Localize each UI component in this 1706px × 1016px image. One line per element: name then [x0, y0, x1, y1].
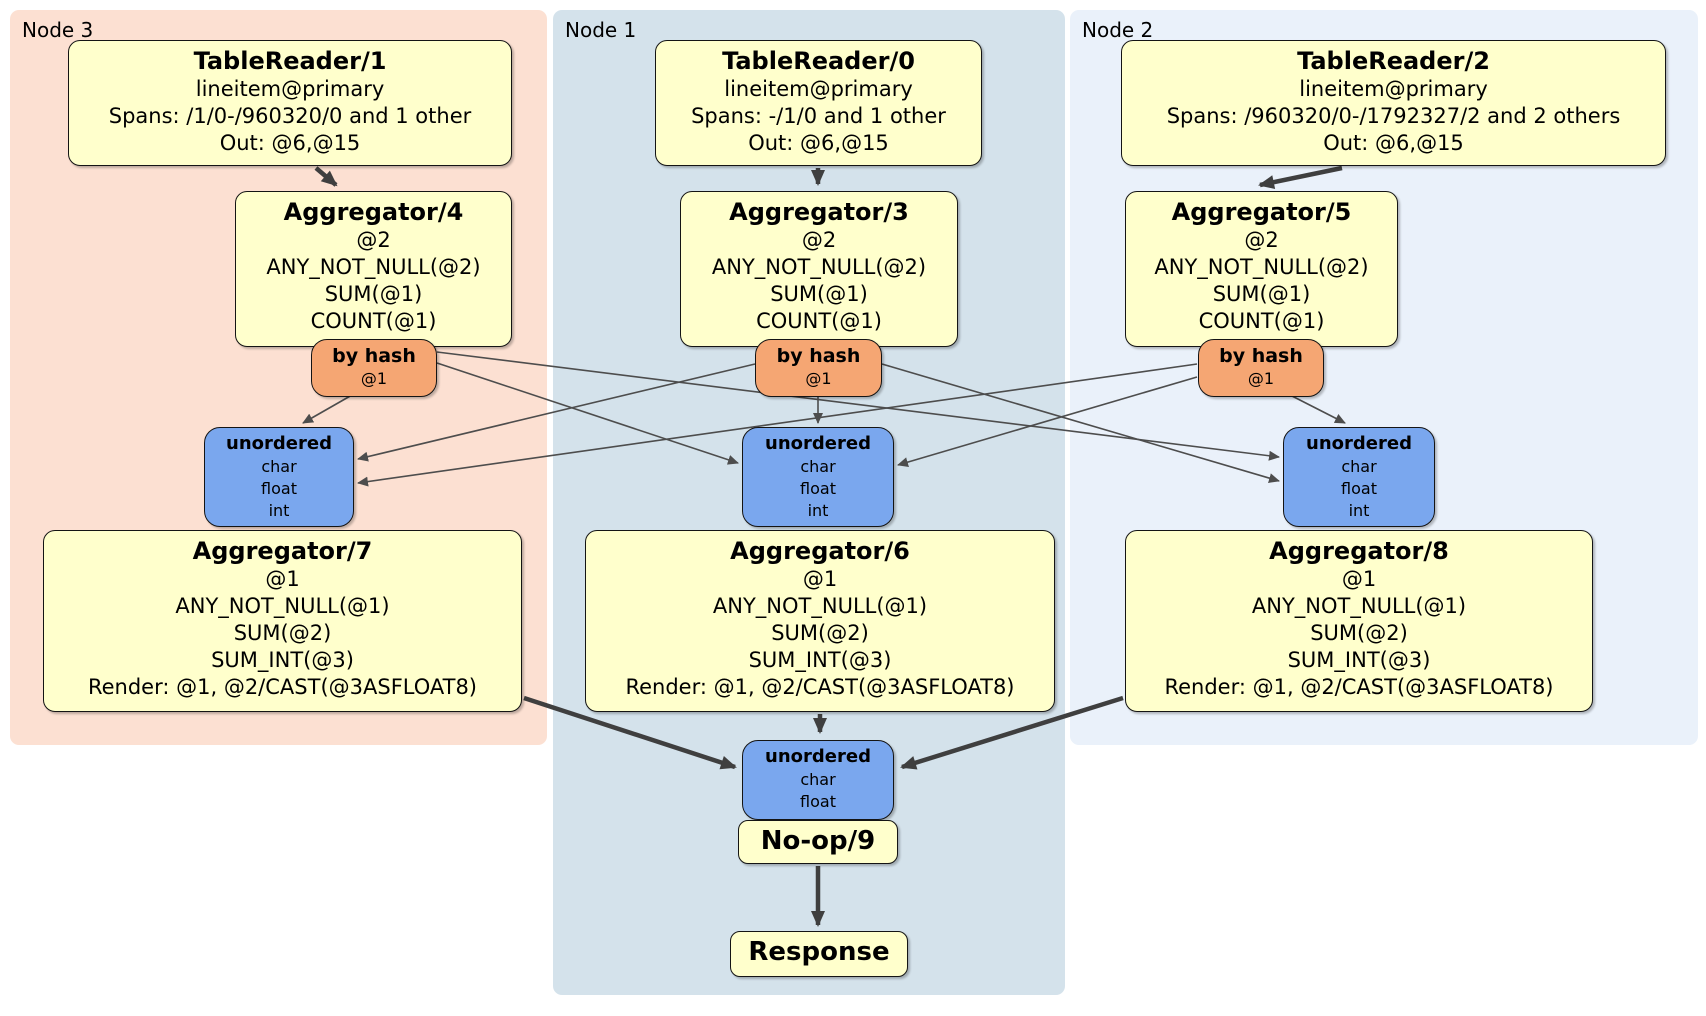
stream-edges — [314, 165, 1343, 927]
aggregator-6-fn3: SUM_INT(@3) — [748, 648, 892, 672]
unordered-sync-node1-col2: float — [800, 479, 836, 498]
response-box: Response — [730, 931, 908, 977]
unordered-sync-node2-col1: char — [1341, 457, 1377, 476]
by-hash-router-node3-title: by hash — [332, 345, 416, 367]
aggregator-8-box: Aggregator/8 @1 ANY_NOT_NULL(@1) SUM(@2)… — [1125, 530, 1593, 712]
by-hash-router-node3-key: @1 — [360, 369, 388, 388]
aggregator-6-fn1: ANY_NOT_NULL(@1) — [712, 594, 928, 618]
aggregator-4-title: Aggregator/4 — [283, 198, 464, 226]
tablereader-1-index: lineitem@primary — [195, 77, 385, 101]
tablereader-0-spans: Spans: -/1/0 and 1 other — [691, 104, 946, 128]
tablereader-2-box: TableReader/2 lineitem@primary Spans: /9… — [1121, 40, 1666, 166]
aggregator-5-group: @2 — [1244, 228, 1279, 252]
unordered-sync-final-col2: float — [800, 792, 836, 811]
unordered-sync-node1: unordered char float int — [742, 427, 894, 527]
by-hash-router-node3: by hash @1 — [311, 339, 437, 397]
tablereader-1-box: TableReader/1 lineitem@primary Spans: /1… — [68, 40, 512, 166]
tablereader-0-title: TableReader/0 — [722, 47, 915, 75]
unordered-sync-node2: unordered char float int — [1283, 427, 1435, 527]
response-title: Response — [748, 937, 890, 967]
aggregator-8-fn2: SUM(@2) — [1310, 621, 1408, 645]
unordered-sync-final-col1: char — [800, 770, 836, 789]
tablereader-1-title: TableReader/1 — [193, 47, 387, 75]
tablereader-2-out: Out: @6,@15 — [1323, 131, 1464, 155]
aggregator-6-box: Aggregator/6 @1 ANY_NOT_NULL(@1) SUM(@2)… — [585, 530, 1055, 712]
aggregator-5-fn2: SUM(@1) — [1212, 282, 1311, 306]
aggregator-3-fn2: SUM(@1) — [770, 282, 868, 306]
unordered-sync-node3: unordered char float int — [204, 427, 354, 527]
unordered-sync-final-title: unordered — [765, 746, 871, 767]
aggregator-3-fn3: COUNT(@1) — [756, 309, 882, 333]
by-hash-router-node1-title: by hash — [776, 345, 861, 367]
unordered-sync-node3-title: unordered — [226, 433, 332, 454]
noop-9-box: No-op/9 — [738, 820, 898, 864]
region-label-node1: Node 1 — [565, 18, 637, 42]
aggregator-7-title: Aggregator/7 — [192, 537, 373, 565]
unordered-sync-node2-col3: int — [1348, 501, 1370, 520]
tablereader-2-spans: Spans: /960320/0-/1792327/2 and 2 others — [1166, 104, 1621, 128]
aggregator-3-group: @2 — [801, 228, 837, 252]
unordered-sync-node2-title: unordered — [1306, 433, 1412, 454]
unordered-sync-node1-col1: char — [800, 457, 836, 476]
aggregator-4-box: Aggregator/4 @2 ANY_NOT_NULL(@2) SUM(@1)… — [235, 191, 512, 347]
aggregator-7-group: @1 — [265, 567, 300, 591]
by-hash-router-node1: by hash @1 — [755, 339, 882, 397]
aggregator-5-box: Aggregator/5 @2 ANY_NOT_NULL(@2) SUM(@1)… — [1125, 191, 1398, 347]
aggregator-5-title: Aggregator/5 — [1171, 198, 1352, 226]
aggregator-4-fn3: COUNT(@1) — [310, 309, 437, 333]
aggregator-6-render: Render: @1, @2/CAST(@3ASFLOAT8) — [625, 675, 1015, 699]
tablereader-1-spans: Spans: /1/0-/960320/0 and 1 other — [108, 104, 472, 128]
unordered-sync-node1-col3: int — [807, 501, 829, 520]
tablereader-0-out: Out: @6,@15 — [748, 131, 889, 155]
by-hash-router-node2-title: by hash — [1219, 345, 1303, 367]
aggregator-8-render: Render: @1, @2/CAST(@3ASFLOAT8) — [1164, 675, 1554, 699]
aggregator-3-title: Aggregator/3 — [729, 198, 909, 226]
aggregator-8-title: Aggregator/8 — [1269, 537, 1449, 565]
aggregator-5-fn1: ANY_NOT_NULL(@2) — [1154, 255, 1369, 279]
aggregator-4-fn2: SUM(@1) — [324, 282, 423, 306]
unordered-sync-node2-col2: float — [1341, 479, 1377, 498]
aggregator-8-fn3: SUM_INT(@3) — [1287, 648, 1431, 672]
aggregator-7-fn1: ANY_NOT_NULL(@1) — [175, 594, 390, 618]
tablereader-1-out: Out: @6,@15 — [219, 131, 361, 155]
tablereader-0-index: lineitem@primary — [724, 77, 913, 101]
aggregator-6-title: Aggregator/6 — [730, 537, 910, 565]
aggregator-7-fn3: SUM_INT(@3) — [211, 648, 354, 672]
aggregator-8-group: @1 — [1341, 567, 1377, 591]
aggregator-4-group: @2 — [356, 228, 391, 252]
region-label-node2: Node 2 — [1082, 18, 1154, 42]
aggregator-4-fn1: ANY_NOT_NULL(@2) — [266, 255, 481, 279]
by-hash-router-node2-key: @1 — [1247, 369, 1275, 388]
unordered-sync-node3-col2: float — [261, 479, 297, 498]
aggregator-7-fn2: SUM(@2) — [233, 621, 332, 645]
aggregator-5-fn3: COUNT(@1) — [1198, 309, 1325, 333]
aggregator-8-fn1: ANY_NOT_NULL(@1) — [1251, 594, 1467, 618]
unordered-sync-node3-col1: char — [261, 457, 297, 476]
aggregator-7-render: Render: @1, @2/CAST(@3ASFLOAT8) — [87, 675, 478, 699]
aggregator-3-box: Aggregator/3 @2 ANY_NOT_NULL(@2) SUM(@1)… — [680, 191, 958, 347]
unordered-sync-node1-title: unordered — [765, 433, 871, 454]
aggregator-3-fn1: ANY_NOT_NULL(@2) — [711, 255, 927, 279]
aggregator-6-fn2: SUM(@2) — [771, 621, 869, 645]
by-hash-router-node2: by hash @1 — [1198, 339, 1324, 397]
by-hash-router-node1-key: @1 — [805, 369, 832, 388]
aggregator-6-group: @1 — [802, 567, 838, 591]
tablereader-2-index: lineitem@primary — [1299, 77, 1488, 101]
noop-9-title: No-op/9 — [760, 826, 876, 856]
tablereader-0-box: TableReader/0 lineitem@primary Spans: -/… — [655, 40, 982, 166]
aggregator-7-box: Aggregator/7 @1 ANY_NOT_NULL(@1) SUM(@2)… — [43, 530, 522, 712]
unordered-sync-node3-col3: int — [268, 501, 290, 520]
tablereader-2-title: TableReader/2 — [1297, 47, 1490, 75]
hash-routing-edges — [302, 351, 1346, 487]
unordered-sync-final: unordered char float — [742, 740, 894, 820]
region-label-node3: Node 3 — [22, 18, 94, 42]
